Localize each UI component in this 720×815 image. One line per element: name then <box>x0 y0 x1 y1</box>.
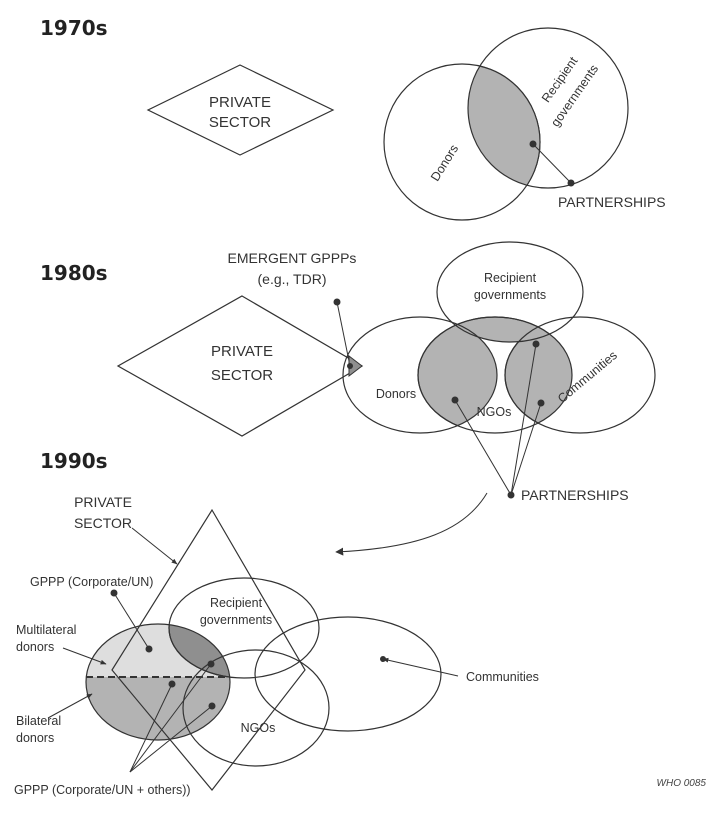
recipient-governments-label-1990s-line1: Recipient <box>210 596 263 610</box>
gppp-corporate-un-leader <box>113 592 150 650</box>
private-sector-diamond-1980s <box>116 295 364 437</box>
communities-label-1990s: Communities <box>466 670 539 684</box>
partnership-dot-1970s-label <box>567 179 575 187</box>
private-sector-diamond-1970s <box>146 64 335 156</box>
private-sector-label-1970s-line2: SECTOR <box>209 114 271 131</box>
era-heading-1970s: 1970s <box>40 16 108 40</box>
donor-recipient-overlap-1970s <box>468 63 541 188</box>
recipient-governments-label-1980s-line2: governments <box>474 288 546 302</box>
private-sector-diamond-1990s <box>111 508 306 791</box>
multilateral-donors-label-line2: donors <box>16 640 54 654</box>
emergent-gppps-label-line2: (e.g., TDR) <box>258 271 327 287</box>
donors-ellipse-1980s <box>342 316 498 434</box>
bilateral-donors-label-line2: donors <box>16 731 54 745</box>
gppp-others-leader-b <box>129 663 212 773</box>
bilateral-donors-pointer <box>47 693 93 719</box>
gppp-others-leader-c <box>129 705 213 773</box>
ngos-ellipse-1980s <box>417 316 573 434</box>
ngos-ellipse-1990s <box>182 649 330 767</box>
ngos-label-1980s: NGOs <box>477 405 512 419</box>
gppp-corporate-un-dot-overlap <box>145 645 153 653</box>
partnerships-leader-1980s-a <box>454 399 512 496</box>
multilateral-donors-label-line1: Multilateral <box>16 623 76 637</box>
partnership-dot-recipient-ngos <box>532 340 540 348</box>
partnerships-leader-1980s-c <box>510 402 542 496</box>
communities-pointer <box>382 657 459 677</box>
partnerships-label-1980s: PARTNERSHIPS <box>521 487 629 503</box>
recipient-governments-ellipse-1980s <box>436 241 584 343</box>
donors-label-1980s: Donors <box>376 387 416 401</box>
gppp-others-dot-bilateral <box>168 680 176 688</box>
gppp-others-dot-recipient <box>207 660 215 668</box>
emergent-gppps-dot-overlap <box>347 363 353 369</box>
partnership-dot-1970s-overlap <box>529 140 537 148</box>
gppp-others-leader-a <box>129 683 173 773</box>
donors-label-1970s: Donors <box>428 142 461 184</box>
donors-ellipse-1990s <box>85 623 231 741</box>
gppp-others-dot-ngos <box>208 702 216 710</box>
multilateral-donors-pointer <box>62 647 107 665</box>
partnership-dot-ngos-communities <box>537 399 545 407</box>
gppp-corporate-un-dot-label <box>110 589 118 597</box>
private-sector-label-1970s-line1: PRIVATE <box>209 94 271 111</box>
private-sector-label-1990s-line2: SECTOR <box>74 515 132 531</box>
bilateral-donors-label-line1: Bilateral <box>16 714 61 728</box>
partnerships-leader-1970s <box>532 143 572 184</box>
partnership-dot-donors-ngos <box>451 396 459 404</box>
emergent-gppps-dot-label <box>333 298 341 306</box>
recipient-governments-label-1980s-line1: Recipient <box>484 271 537 285</box>
era-heading-1990s: 1990s <box>40 449 108 473</box>
gppp-corporate-un-label: GPPP (Corporate/UN) <box>30 575 153 589</box>
partnerships-label-1970s: PARTNERSHIPS <box>558 194 666 210</box>
private-sector-label-1990s-line1: PRIVATE <box>74 494 132 510</box>
emergent-gppps-leader <box>336 301 351 367</box>
private-sector-label-1980s-line2: SECTOR <box>211 367 273 384</box>
recipient-governments-label-1990s-line2: governments <box>200 613 272 627</box>
era-heading-1980s: 1980s <box>40 261 108 285</box>
figure-code: WHO 0085 <box>657 778 707 789</box>
communities-ellipse-1980s <box>504 316 656 434</box>
recipient-governments-ellipse-1990s <box>168 577 320 679</box>
private-sector-label-1980s-line1: PRIVATE <box>211 343 273 360</box>
partnership-dot-1980s-label <box>507 491 515 499</box>
partnerships-leader-1980s-b <box>510 343 537 496</box>
transition-arrow <box>335 492 488 556</box>
recipient-governments-circle-1970s <box>467 27 629 189</box>
emergent-gppps-label-line1: EMERGENT GPPPs <box>228 250 357 266</box>
communities-ellipse-1990s <box>254 616 442 732</box>
private-sector-pointer-1990s <box>131 527 178 565</box>
gppp-corporate-un-others-label: GPPP (Corporate/UN + others)) <box>14 783 191 797</box>
communities-dot-1990s <box>380 656 386 662</box>
ngos-label-1990s: NGOs <box>241 721 276 735</box>
